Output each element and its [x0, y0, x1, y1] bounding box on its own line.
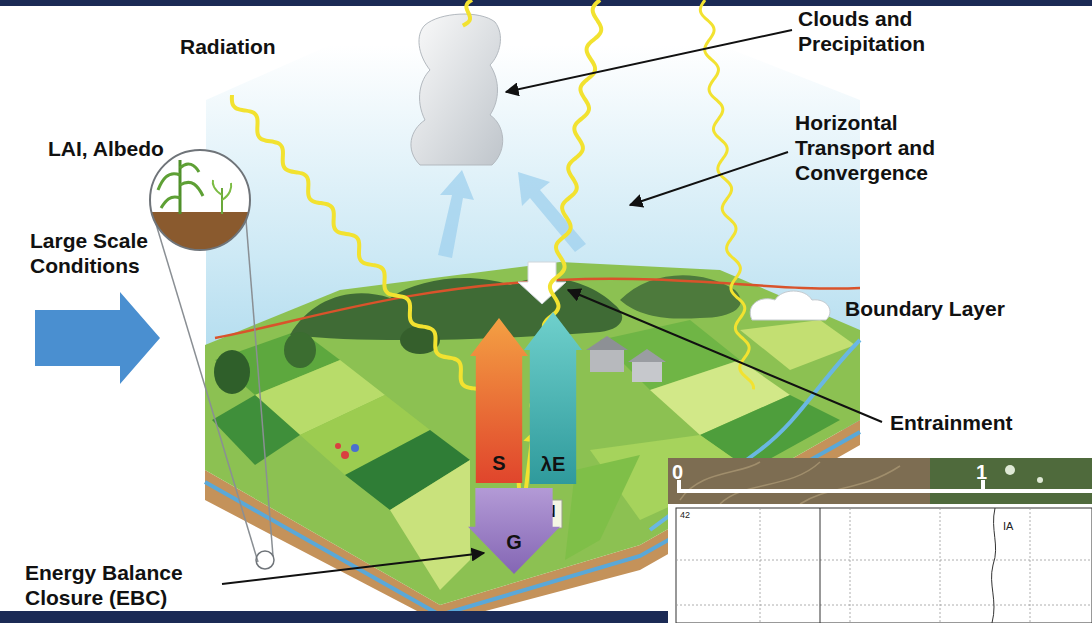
transport-label: Horizontal Transport and Convergence — [795, 110, 965, 186]
ebc-label: Energy Balance Closure (EBC) — [25, 560, 210, 610]
state-border — [992, 508, 996, 623]
flux-symbol: S — [492, 452, 505, 475]
ground-heat-arrow: G — [468, 488, 560, 574]
large-scale-label: Large Scale Conditions — [30, 228, 165, 278]
grid-line — [676, 560, 1092, 561]
house — [632, 362, 662, 382]
grid-line — [850, 508, 851, 623]
boundary-layer-label: Boundary Layer — [845, 296, 1005, 321]
grid-line — [1030, 508, 1031, 623]
latent-heat-arrow: λE — [524, 312, 582, 484]
wheat-stalk — [221, 188, 223, 214]
entrainment-arrow — [518, 262, 566, 304]
lens-soil — [150, 212, 250, 252]
lens-spot — [256, 551, 274, 569]
field — [390, 460, 470, 590]
map-inset — [668, 458, 1092, 623]
county-line — [820, 508, 821, 623]
top-bar — [0, 0, 1092, 6]
flower — [351, 444, 359, 452]
flux-symbol: G — [506, 531, 522, 554]
map-frame — [676, 508, 1092, 623]
tree — [214, 350, 250, 394]
grid-line — [676, 605, 1092, 606]
house — [590, 350, 624, 372]
radiation-ray — [524, 0, 601, 504]
satellite-clearing — [1037, 477, 1043, 483]
storm-cloud — [411, 14, 503, 165]
leader-line — [222, 553, 484, 584]
flower — [341, 451, 349, 459]
bottom-bar — [0, 611, 668, 623]
houses — [586, 336, 666, 382]
radiation-label: Radiation — [180, 34, 276, 59]
roof — [586, 336, 628, 350]
large-scale-arrow — [35, 292, 160, 384]
grid-line — [940, 508, 941, 623]
convergence-arrow — [438, 170, 474, 258]
tree — [284, 332, 316, 368]
roof — [628, 349, 666, 362]
wheat-leaves — [213, 180, 231, 200]
flux-symbol: λE — [541, 453, 565, 476]
small-cloud — [750, 291, 830, 320]
lens-view — [150, 150, 250, 252]
state-label: IA — [1003, 520, 1013, 533]
corn-leaves — [158, 164, 203, 208]
map-panel — [668, 504, 1092, 623]
terrain-contour — [680, 462, 900, 504]
sensible-heat-arrow-outline — [470, 318, 528, 483]
leader-line — [630, 152, 788, 205]
scale-bar — [677, 489, 1092, 493]
field — [565, 455, 640, 560]
satellite-forest — [930, 458, 1092, 504]
trees — [214, 326, 440, 394]
map-grid — [676, 508, 1092, 623]
flower — [335, 443, 341, 449]
flowers — [335, 443, 359, 459]
lai-label: LAI, Albedo — [48, 136, 164, 161]
cloud-label: Clouds and Precipitation — [798, 6, 958, 56]
ground-heat-arrow-outline — [468, 488, 560, 574]
lens-circle — [150, 150, 250, 250]
satellite-clearing — [1005, 465, 1015, 475]
latent-heat-arrow-outline — [524, 312, 582, 484]
leader-line — [568, 290, 882, 422]
grid-line — [760, 508, 761, 623]
leader-line — [506, 30, 792, 92]
lens-line — [246, 220, 273, 556]
entrainment-label: Entrainment — [890, 410, 1013, 435]
satellite-image — [668, 458, 1092, 504]
radiation-ray — [463, 0, 472, 26]
latitude-number: 42 — [680, 510, 690, 521]
scale-number: 0 — [672, 460, 683, 484]
sensible-heat-arrow: S — [470, 318, 528, 483]
scale-number: 1 — [976, 460, 987, 484]
radiation-ray — [700, 0, 753, 389]
lens-line — [156, 224, 258, 562]
